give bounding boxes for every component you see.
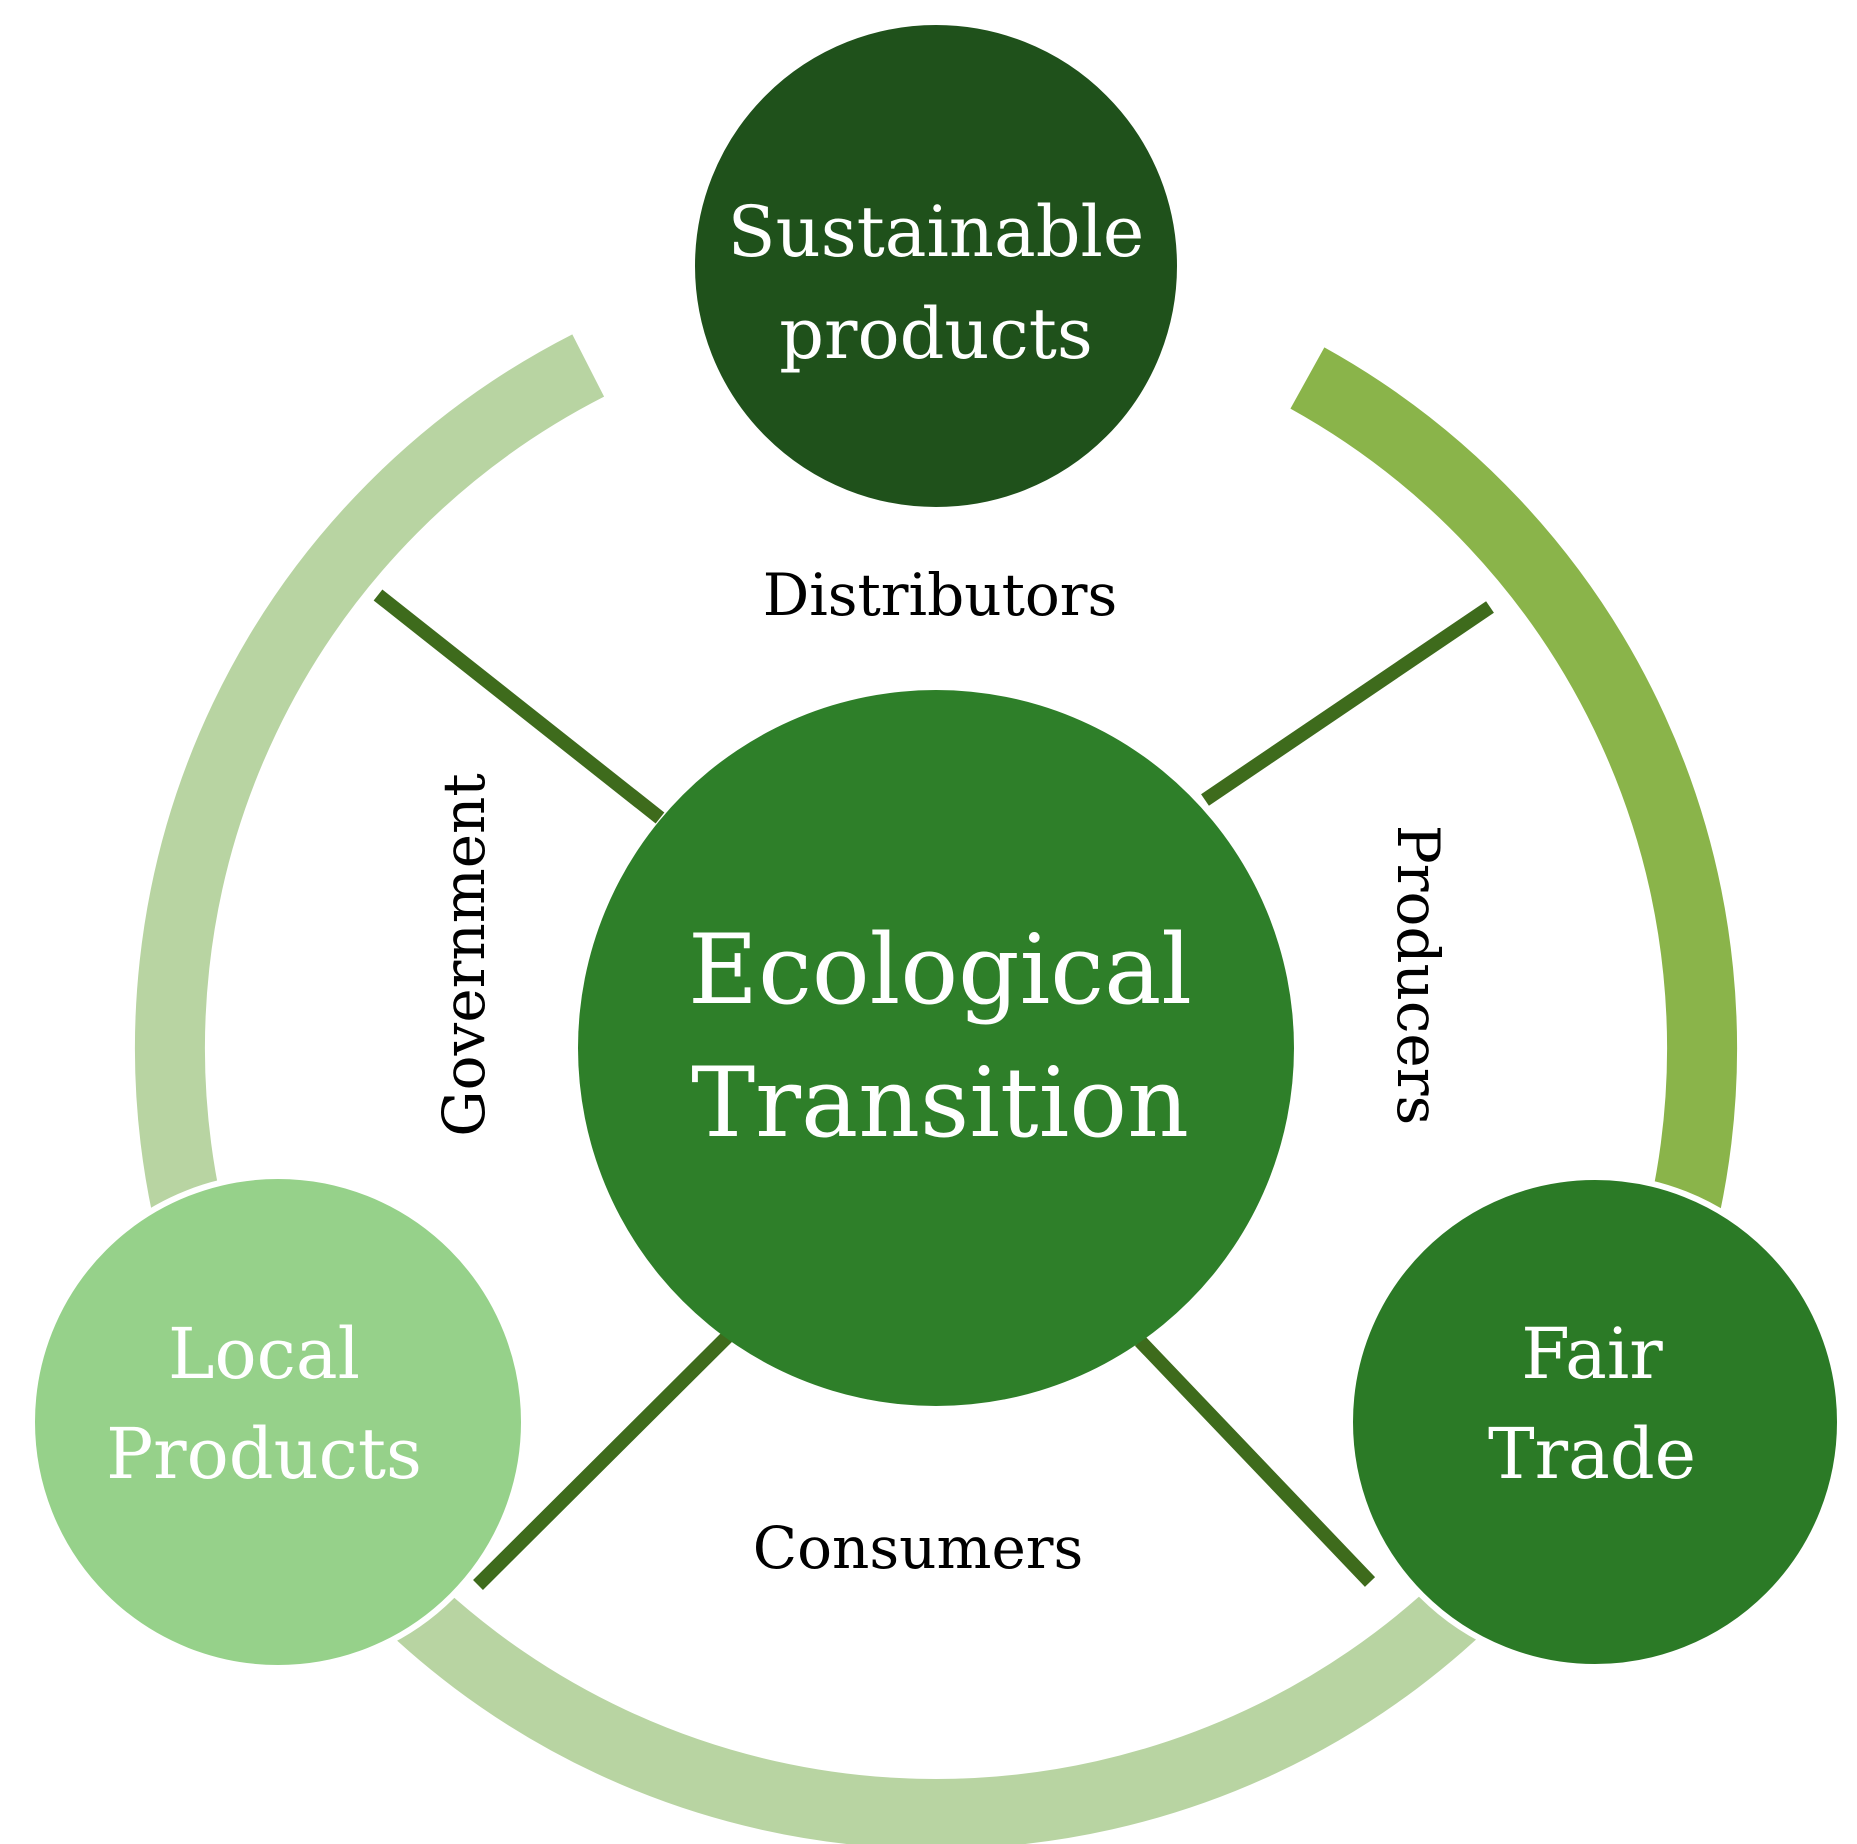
local-line1: Local	[168, 1313, 360, 1395]
local-products-circle	[29, 1173, 527, 1671]
center-title-line2: Transition	[691, 1047, 1189, 1159]
ring-arc-producers	[1290, 347, 1738, 1215]
node-fair-trade: Fair Trade	[1347, 1174, 1843, 1670]
spoke-upper-left	[373, 589, 665, 824]
spoke-lower-left	[473, 1331, 733, 1590]
fair-trade-circle	[1347, 1174, 1843, 1670]
spoke-lower-right	[1134, 1336, 1376, 1587]
label-government: Government	[430, 773, 498, 1136]
ring-arc-government	[134, 334, 605, 1215]
label-producers: Producers	[1384, 825, 1452, 1125]
node-local-products: Local Products	[29, 1173, 527, 1671]
fair-trade-line1: Fair	[1521, 1313, 1663, 1395]
label-consumers: Consumers	[753, 1514, 1084, 1582]
center-title-line1: Ecological	[688, 914, 1192, 1026]
local-line2: Products	[106, 1413, 422, 1495]
ring-arc-consumers	[340, 1537, 1532, 1844]
spoke-upper-right	[1201, 601, 1494, 806]
fair-trade-line2: Trade	[1488, 1413, 1696, 1495]
sustainable-line1: Sustainable	[728, 191, 1145, 273]
node-sustainable-products: Sustainable products	[689, 19, 1183, 513]
center-circle	[578, 690, 1294, 1406]
sustainable-products-circle	[689, 19, 1183, 513]
label-distributors: Distributors	[763, 561, 1118, 629]
sustainable-line2: products	[779, 293, 1093, 375]
